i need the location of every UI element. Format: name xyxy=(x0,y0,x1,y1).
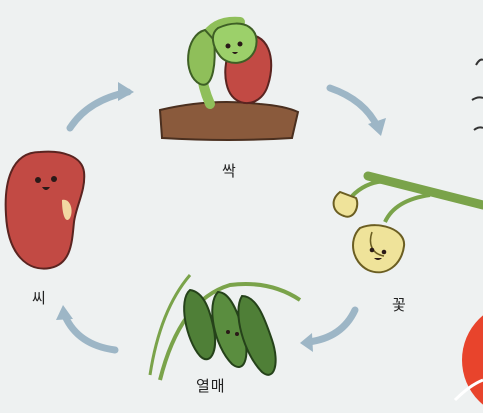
sprout-illustration xyxy=(160,22,298,140)
accent-circle xyxy=(462,302,483,409)
label-sprout: 싹 xyxy=(222,160,237,181)
arrow-sprout-to-flower xyxy=(330,88,378,128)
flower-illustration xyxy=(334,176,483,272)
label-seed: 씨 xyxy=(32,287,47,308)
arrow-fruit-to-seed xyxy=(65,316,115,350)
label-flower: 꽃 xyxy=(392,294,407,315)
label-fruit: 열매 xyxy=(196,375,226,396)
fruit-illustration xyxy=(150,275,300,380)
seed-illustration xyxy=(6,152,85,269)
arrow-flower-to-fruit xyxy=(308,310,355,342)
